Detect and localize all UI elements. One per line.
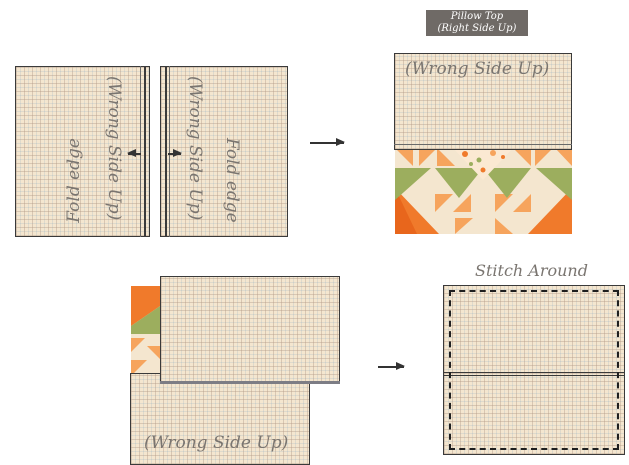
arrow-right-icon bbox=[168, 153, 181, 155]
pillow-top-badge: Pillow Top (Right Side Up) bbox=[426, 10, 528, 36]
pillow-top-line2: (Right Side Up) bbox=[430, 23, 524, 35]
stitch-around-label: Stitch Around bbox=[475, 261, 588, 280]
wrong-side-up-label-bottom: (Wrong Side Up) bbox=[144, 433, 288, 453]
fold-line-right-2 bbox=[169, 66, 170, 237]
wrong-side-up-label-right: (Wrong Side Up) bbox=[185, 76, 205, 220]
arrow-left-icon bbox=[128, 153, 141, 155]
wrong-side-up-label-top: (Wrong Side Up) bbox=[405, 59, 549, 79]
arrow-right-icon bbox=[378, 366, 404, 368]
pillow-top-patchwork bbox=[395, 148, 572, 234]
stitch-line bbox=[449, 290, 619, 450]
wrong-side-up-label-left: (Wrong Side Up) bbox=[104, 76, 124, 220]
fold-edge-label-right: Fold edge bbox=[222, 138, 242, 223]
fold-line-left bbox=[144, 66, 146, 237]
fold-edge-label-left: Fold edge bbox=[64, 138, 84, 223]
pillow-top-line1: Pillow Top bbox=[430, 11, 524, 23]
arrow-right-icon bbox=[310, 142, 344, 144]
pillow-top-peek bbox=[131, 286, 163, 378]
back-panel-top-step3 bbox=[160, 276, 340, 384]
back-panel-fold-edge bbox=[394, 144, 572, 145]
fold-line-right bbox=[165, 66, 167, 237]
overlap-fold-edge bbox=[160, 381, 340, 384]
fold-line-left-2 bbox=[140, 66, 141, 237]
